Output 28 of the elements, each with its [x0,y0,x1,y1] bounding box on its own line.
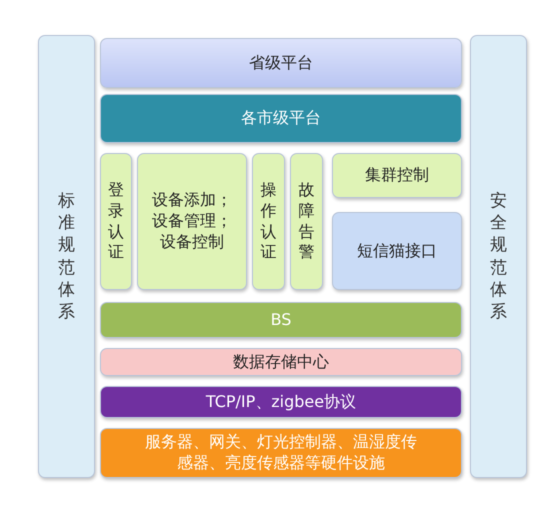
layer-label: 标准规范体系 [58,190,76,323]
layer-label: 登录认证 [107,180,125,264]
layer-label: 操作认证 [260,180,278,264]
side-pillar [38,35,95,478]
layer-label: 安全规范体系 [490,190,508,323]
layer-bar [100,428,462,478]
layer-label: 故障告警 [298,180,316,264]
layer-label: 省级平台 [249,52,313,74]
layer-label: TCP/IP、zigbee协议 [206,392,356,412]
layer-bar [100,386,462,418]
layer-bar [100,302,462,338]
module-panel [100,153,132,290]
module-panel [290,153,323,290]
module-panel [332,153,462,198]
layer-bar [100,94,462,143]
layer-label: 数据存储中心 [233,352,329,372]
module-panel [332,212,462,290]
layer-bar [100,38,462,88]
layer-label: 设备添加；设备管理；设备控制 [151,190,233,253]
layer-label: 服务器、网关、灯光控制器、温湿度传感器、亮度传感器等硬件设施 [144,432,418,474]
side-pillar [470,35,527,478]
layer-label: 集群控制 [365,165,429,186]
layer-label: 各市级平台 [241,108,321,129]
layer-label: BS [270,310,292,330]
module-panel [252,153,285,290]
layer-bar [100,348,462,376]
layer-label: 短信猫接口 [357,240,437,262]
module-panel [137,153,247,290]
